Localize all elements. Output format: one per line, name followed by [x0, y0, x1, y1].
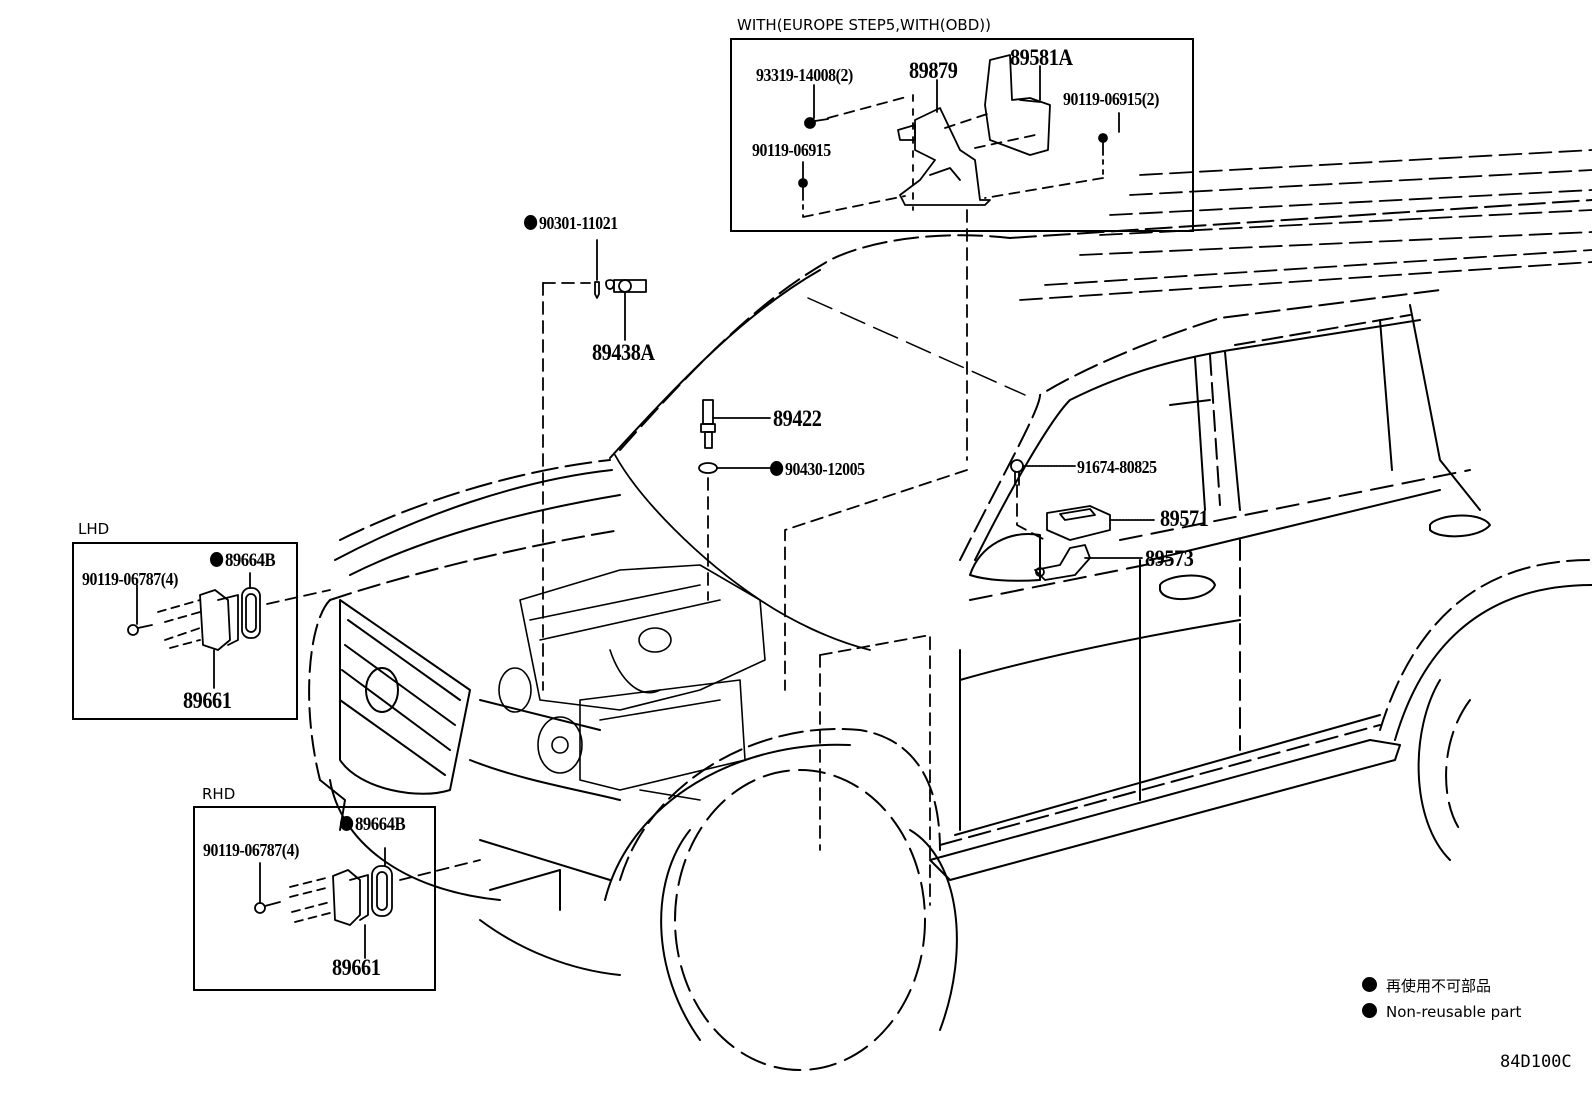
lhd-inset-art [127, 572, 261, 689]
obd-inset-title: WITH(EUROPE STEP5,WITH(OBD)) [737, 16, 991, 34]
part-label-90119-06915[interactable]: 90119-06915 [752, 140, 831, 160]
obd-inset-box [730, 38, 1194, 232]
non-reusable-marker-icon [770, 461, 784, 476]
part-label-89571[interactable]: 89571 [1160, 506, 1209, 531]
rhd-part-label-90119-06787[interactable]: 90119-06787(4) [203, 840, 299, 860]
part-label-93319-14008[interactable]: 93319-14008(2) [756, 65, 853, 85]
non-reusable-marker-icon [524, 215, 538, 230]
part-label-90430-12005[interactable]: 90430-12005 [770, 460, 865, 478]
legend-english: Non-reusable part [1362, 1003, 1521, 1020]
part-label-91674-80825[interactable]: 91674-80825 [1077, 457, 1157, 477]
figure-code: 84D100C [1500, 1052, 1572, 1072]
lhd-inset-box [72, 542, 298, 720]
non-reusable-marker-icon [1362, 977, 1377, 992]
obd-inset-parts [798, 54, 1120, 218]
non-reusable-marker-icon [1362, 1003, 1377, 1018]
part-label-89581A[interactable]: 89581A [1010, 45, 1073, 70]
lhd-part-label-90119-06787[interactable]: 90119-06787(4) [82, 569, 178, 589]
part-label-90301-11021[interactable]: 90301-11021 [524, 214, 618, 232]
part-label-90119-06915-2[interactable]: 90119-06915(2) [1063, 89, 1159, 109]
rhd-inset-title: RHD [202, 785, 236, 803]
rhd-inset-art [254, 847, 393, 959]
part-label-89879[interactable]: 89879 [909, 58, 958, 83]
vehicle-body [308, 149, 1592, 1071]
part-label-89438A[interactable]: 89438A [592, 340, 655, 365]
non-reusable-marker-icon [340, 816, 354, 831]
part-label-89573[interactable]: 89573 [1145, 546, 1194, 571]
lhd-inset-title: LHD [78, 520, 110, 538]
main-parts-art [594, 239, 1156, 581]
lhd-part-label-89661[interactable]: 89661 [183, 688, 232, 713]
rhd-inset-box [193, 806, 436, 991]
rhd-part-label-89661[interactable]: 89661 [332, 955, 381, 980]
leader-lines [266, 209, 1046, 906]
legend-japanese: 再使用不可部品 [1362, 977, 1491, 994]
part-label-89422[interactable]: 89422 [773, 406, 822, 431]
rhd-part-label-89664B[interactable]: 89664B [340, 815, 406, 834]
non-reusable-marker-icon [210, 552, 224, 567]
lhd-part-label-89664B[interactable]: 89664B [210, 551, 276, 570]
